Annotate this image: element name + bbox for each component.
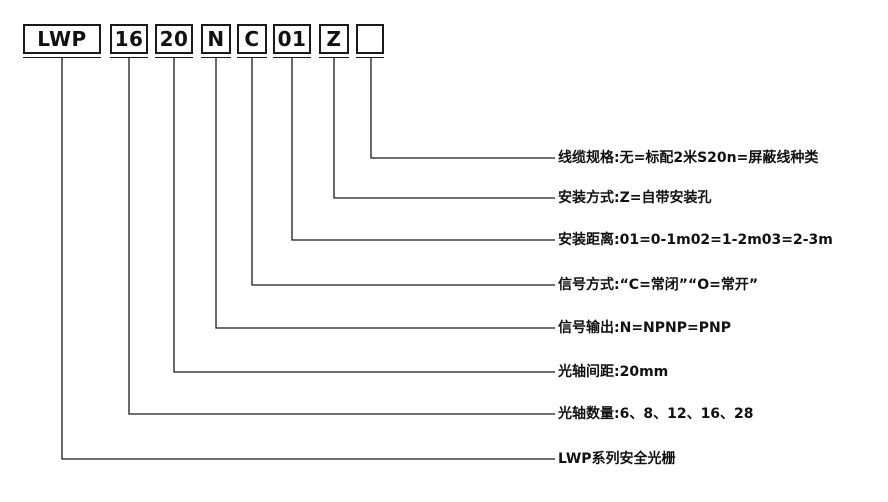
underline-cable-spec xyxy=(356,57,384,58)
leader-line-signal-mode xyxy=(251,57,555,286)
leader-line-install-distance xyxy=(291,57,555,241)
desc-axis-count: 光轴数量:6、8、12、16、28 xyxy=(558,406,754,422)
code-box-install-method: Z xyxy=(319,24,349,54)
desc-install-distance: 安装距离:01=0-1m02=1-2m03=2-3m xyxy=(558,232,833,248)
leader-line-cable-spec xyxy=(370,57,555,159)
desc-axis-spacing: 光轴间距:20mm xyxy=(558,364,669,380)
code-box-axis-spacing: 20 xyxy=(155,24,193,54)
code-box-series: LWP xyxy=(23,24,101,54)
desc-cable-spec: 线缆规格:无=标配2米S20n=屏蔽线种类 xyxy=(558,150,819,166)
leader-line-axis-count xyxy=(128,57,555,415)
code-box-signal-mode: C xyxy=(237,24,267,54)
desc-signal-mode: 信号方式:“C=常闭”“O=常开” xyxy=(558,277,759,293)
code-box-cable-spec xyxy=(356,24,384,54)
code-box-axis-count: 16 xyxy=(110,24,148,54)
desc-signal-output: 信号输出:N=NPNP=PNP xyxy=(558,320,731,336)
code-box-signal-output: N xyxy=(201,24,231,54)
leader-line-install-method xyxy=(333,57,555,199)
leader-line-signal-output xyxy=(215,57,555,329)
desc-install-method: 安装方式:Z=自带安装孔 xyxy=(558,190,712,206)
code-box-install-distance: 01 xyxy=(273,24,311,54)
desc-series: LWP系列安全光栅 xyxy=(558,451,676,467)
leader-line-axis-spacing xyxy=(173,57,555,373)
leader-line-series xyxy=(61,57,555,460)
